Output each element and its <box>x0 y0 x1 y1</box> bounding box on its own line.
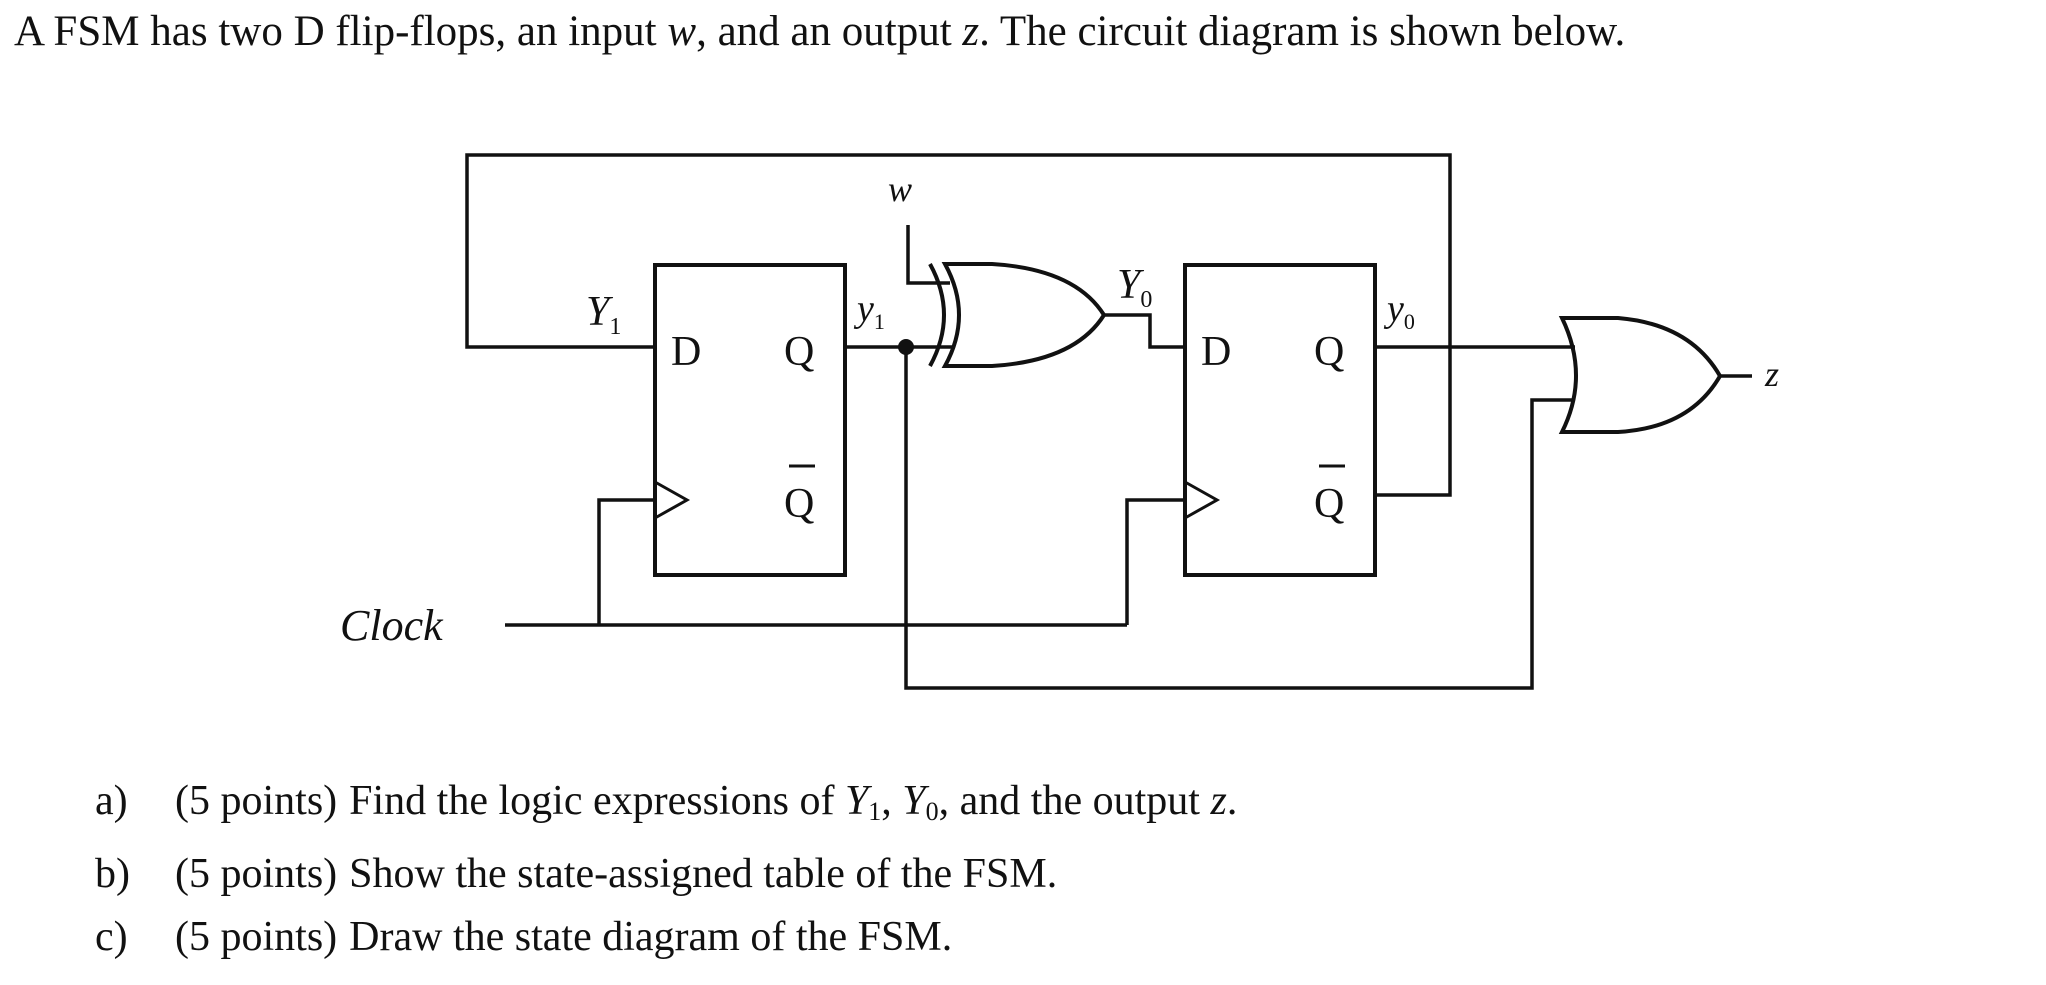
question-text: Show the state-assigned table of the FSM… <box>349 851 1058 897</box>
question-b: b) (5 points) Show the state-assigned ta… <box>95 843 1237 906</box>
problem-statement: A FSM has two D flip-flops, an input w, … <box>14 2 1625 62</box>
question-letter: a) <box>95 778 128 824</box>
intro-text-2: , and an output <box>696 8 963 55</box>
question-points: (5 points) <box>175 914 338 960</box>
present-state-y0-label: y0 <box>1383 288 1415 334</box>
ff0-d-label: D <box>1201 329 1231 375</box>
next-state-y1-label: Y1 <box>586 289 621 340</box>
ff1-clock-icon <box>654 480 691 520</box>
question-text: Draw the state diagram of the FSM. <box>349 914 953 960</box>
flip-flop-0 <box>1183 263 1377 577</box>
ff1-d-label: D <box>671 329 701 375</box>
intro-text-1: A FSM has two D flip-flops, an input <box>14 8 668 55</box>
question-points: (5 points) <box>175 778 338 824</box>
ff1-qbar-label: Q <box>784 481 814 527</box>
question-letter: c) <box>95 914 128 960</box>
circuit-diagram: D Q Q D Q Q w Y1 y1 Y0 y0 z Clock <box>340 153 1779 690</box>
ff0-clock-icon <box>1184 480 1221 520</box>
ff0-qbar-label: Q <box>1314 481 1344 527</box>
junction-dot-icon <box>898 339 914 355</box>
question-c: c) (5 points) Draw the state diagram of … <box>95 906 1237 969</box>
input-variable: w <box>667 8 697 55</box>
question-a: a) (5 points) Find the logic expressions… <box>95 770 1237 843</box>
question-points: (5 points) <box>175 851 338 897</box>
question-list: a) (5 points) Find the logic expressions… <box>95 770 1237 969</box>
xor-gate-icon <box>928 262 1107 368</box>
clock-label: Clock <box>340 601 444 650</box>
or-gate-icon <box>1558 316 1723 434</box>
present-state-y1-label: y1 <box>853 288 885 334</box>
input-w-label: w <box>888 169 912 209</box>
next-state-y0-label: Y0 <box>1117 262 1152 313</box>
output-variable: z <box>962 8 980 55</box>
circuit-wires <box>465 153 1752 690</box>
ff0-q-label: Q <box>1314 329 1344 375</box>
ff1-q-label: Q <box>784 329 814 375</box>
question-text: Find the logic expressions of Y1, Y0, an… <box>349 778 1238 826</box>
flip-flop-1 <box>653 263 847 577</box>
output-z-label: z <box>1764 354 1779 394</box>
question-letter: b) <box>95 851 130 897</box>
intro-text-3: . The circuit diagram is shown below. <box>979 8 1626 55</box>
